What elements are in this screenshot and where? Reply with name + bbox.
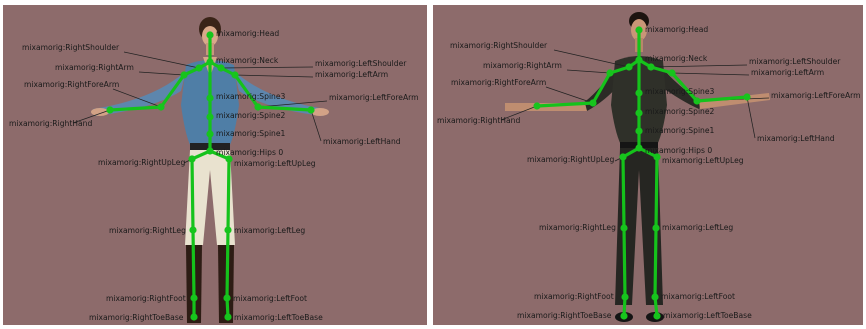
- joint-spine1: [206, 130, 213, 137]
- bone-label-hips: mixamorig:Hips 0: [645, 146, 712, 155]
- joint-head: [206, 31, 213, 38]
- bone-label-left-shoulder: mixamorig:LeftShoulder: [749, 57, 841, 66]
- joint-spine2: [206, 113, 213, 120]
- bone-label-right-leg: mixamorig:RightLeg: [109, 226, 186, 235]
- bone-label-spine2: mixamorig:Spine2: [645, 107, 715, 116]
- bone-l-upleg-to-l-leg: [228, 159, 229, 230]
- joint-spine3: [635, 89, 642, 96]
- joint-hips: [206, 147, 213, 154]
- bone-label-right-toe-base: mixamorig:RightToeBase: [89, 313, 184, 322]
- joint-spine1: [635, 127, 642, 134]
- panel-female-character: mixamorig:Head mixamorig:Neck mixamorig:Ri…: [3, 5, 427, 325]
- bone-l-leg-to-l-foot: [655, 228, 656, 297]
- bone-label-spine1: mixamorig:Spine1: [216, 129, 286, 138]
- joint-l-toe: [653, 312, 660, 319]
- joint-l-foot: [651, 293, 658, 300]
- bone-label-right-foot: mixamorig:RightFoot: [534, 292, 614, 301]
- bone-label-left-toe-base: mixamorig:LeftToeBase: [234, 313, 323, 322]
- joint-l-forearm: [693, 97, 700, 104]
- bone-label-left-leg: mixamorig:LeftLeg: [234, 226, 305, 235]
- joint-r-leg: [189, 226, 196, 233]
- skeleton-diagram-right: mixamorig:Head mixamorig:Neck mixamorig:Ri…: [433, 5, 863, 325]
- joint-r-shoulder: [625, 63, 632, 70]
- joint-l-foot: [223, 294, 230, 301]
- bone-label-right-foot: mixamorig:RightFoot: [106, 294, 186, 303]
- bone-r-leg-to-r-foot: [193, 230, 194, 298]
- bone-r-upleg-to-r-leg: [623, 157, 624, 228]
- joint-r-upleg: [619, 153, 626, 160]
- bone-label-right-shoulder: mixamorig:RightShoulder: [22, 43, 120, 52]
- joint-neck: [206, 58, 213, 65]
- bone-label-right-forearm: mixamorig:RightForeArm: [451, 78, 546, 87]
- bone-label-right-up-leg: mixamorig:RightUpLeg: [98, 158, 185, 167]
- bone-label-left-shoulder: mixamorig:LeftShoulder: [315, 59, 407, 68]
- bone-label-spine3: mixamorig:Spine3: [645, 87, 715, 96]
- bone-label-spine3: mixamorig:Spine3: [216, 92, 286, 101]
- joint-head: [635, 26, 642, 33]
- joint-spine2: [635, 109, 642, 116]
- joint-l-hand: [307, 106, 314, 113]
- joint-l-toe: [224, 313, 231, 320]
- bone-label-right-arm: mixamorig:RightArm: [483, 61, 562, 70]
- joint-r-forearm: [157, 103, 164, 110]
- bone-label-right-leg: mixamorig:RightLeg: [539, 223, 616, 232]
- joint-r-forearm: [589, 99, 596, 106]
- joint-r-shoulder: [195, 64, 202, 71]
- bone-label-neck: mixamorig:Neck: [216, 56, 279, 65]
- joint-spine3: [206, 94, 213, 101]
- bone-label-neck: mixamorig:Neck: [645, 54, 708, 63]
- bone-label-left-foot: mixamorig:LeftFoot: [233, 294, 307, 303]
- bone-label-right-toe-base: mixamorig:RightToeBase: [517, 311, 612, 320]
- bone-r-upleg-to-r-leg: [192, 159, 193, 230]
- bone-label-left-up-leg: mixamorig:LeftUpLeg: [234, 159, 316, 168]
- joint-l-arm: [668, 69, 675, 76]
- bone-label-spine2: mixamorig:Spine2: [216, 111, 286, 120]
- bone-label-head: mixamorig:Head: [645, 25, 708, 34]
- joint-r-upleg: [188, 155, 195, 162]
- joint-l-arm: [231, 71, 238, 78]
- bone-label-left-hand: mixamorig:LeftHand: [323, 137, 401, 146]
- bone-label-left-toe-base: mixamorig:LeftToeBase: [663, 311, 752, 320]
- joint-l-leg: [224, 226, 231, 233]
- bone-label-hips: mixamorig:Hips 0: [216, 148, 283, 157]
- bone-label-left-foot: mixamorig:LeftFoot: [661, 292, 735, 301]
- bone-label-head: mixamorig:Head: [216, 29, 279, 38]
- bone-l-leg-to-l-foot: [227, 230, 228, 298]
- bone-label-right-forearm: mixamorig:RightForeArm: [24, 80, 119, 89]
- bone-label-right-up-leg: mixamorig:RightUpLeg: [527, 155, 614, 164]
- joint-l-leg: [652, 224, 659, 231]
- bone-label-left-up-leg: mixamorig:LeftUpLeg: [662, 156, 744, 165]
- joint-l-shoulder: [217, 64, 224, 71]
- joint-l-forearm: [254, 103, 261, 110]
- joint-r-arm: [180, 71, 187, 78]
- joint-r-hand: [106, 106, 113, 113]
- bone-label-left-arm: mixamorig:LeftArm: [751, 68, 824, 77]
- joint-r-foot: [621, 293, 628, 300]
- joint-r-hand: [533, 102, 540, 109]
- bone-label-left-forearm: mixamorig:LeftForeArm: [771, 91, 861, 100]
- bone-label-left-forearm: mixamorig:LeftForeArm: [329, 93, 419, 102]
- joint-r-toe: [190, 313, 197, 320]
- joint-neck: [635, 56, 642, 63]
- bone-label-left-leg: mixamorig:LeftLeg: [662, 223, 733, 232]
- bone-label-right-hand: mixamorig:RightHand: [9, 119, 92, 128]
- bone-label-right-arm: mixamorig:RightArm: [55, 63, 134, 72]
- joint-r-arm: [606, 69, 613, 76]
- bone-label-left-arm: mixamorig:LeftArm: [315, 70, 388, 79]
- skeleton-diagram-left: mixamorig:Head mixamorig:Neck mixamorig:Ri…: [3, 5, 427, 325]
- joint-r-toe: [620, 312, 627, 319]
- bone-l-upleg-to-l-leg: [656, 157, 657, 228]
- bone-label-spine1: mixamorig:Spine1: [645, 126, 715, 135]
- joint-l-hand: [743, 93, 750, 100]
- bone-label-left-hand: mixamorig:LeftHand: [757, 134, 835, 143]
- joint-r-leg: [620, 224, 627, 231]
- bone-label-right-hand: mixamorig:RightHand: [437, 116, 520, 125]
- bone-label-right-shoulder: mixamorig:RightShoulder: [450, 41, 548, 50]
- joint-r-foot: [190, 294, 197, 301]
- joint-hips: [635, 144, 642, 151]
- panel-male-character: mixamorig:Head mixamorig:Neck mixamorig:Ri…: [433, 5, 863, 325]
- joint-l-shoulder: [647, 63, 654, 70]
- bone-r-leg-to-r-foot: [624, 228, 625, 297]
